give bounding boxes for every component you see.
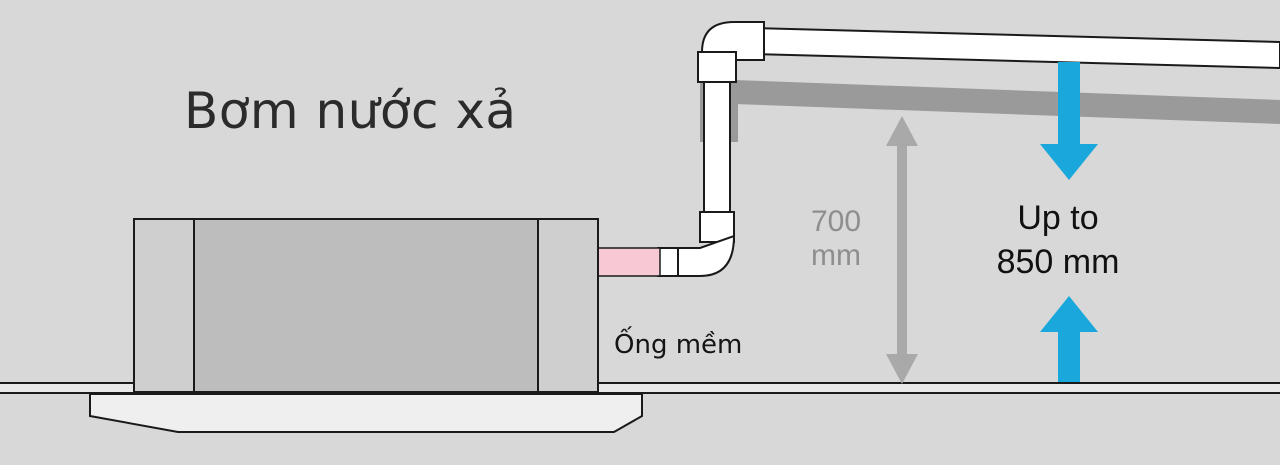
lift-height-arrows [1040,62,1098,382]
flexible-hose [597,247,661,277]
drain-pipe [657,21,1280,277]
new-height-line2: 850 mm [996,243,1120,281]
flexible-hose-label: Ống mềm [614,330,743,360]
new-height-line1: Up to [1017,199,1099,237]
previous-drain-pipe [700,80,1280,142]
previous-height-arrow [886,116,918,384]
previous-height-unit: mm [811,239,861,272]
decoration-panel [89,393,643,433]
indoor-unit [133,218,599,393]
previous-height-label: 700 mm [800,205,872,273]
previous-height-value: 700 [810,205,862,238]
new-height-label: Up to 850 mm [968,196,1148,284]
diagram-title: Bơm nước xả [184,82,517,140]
